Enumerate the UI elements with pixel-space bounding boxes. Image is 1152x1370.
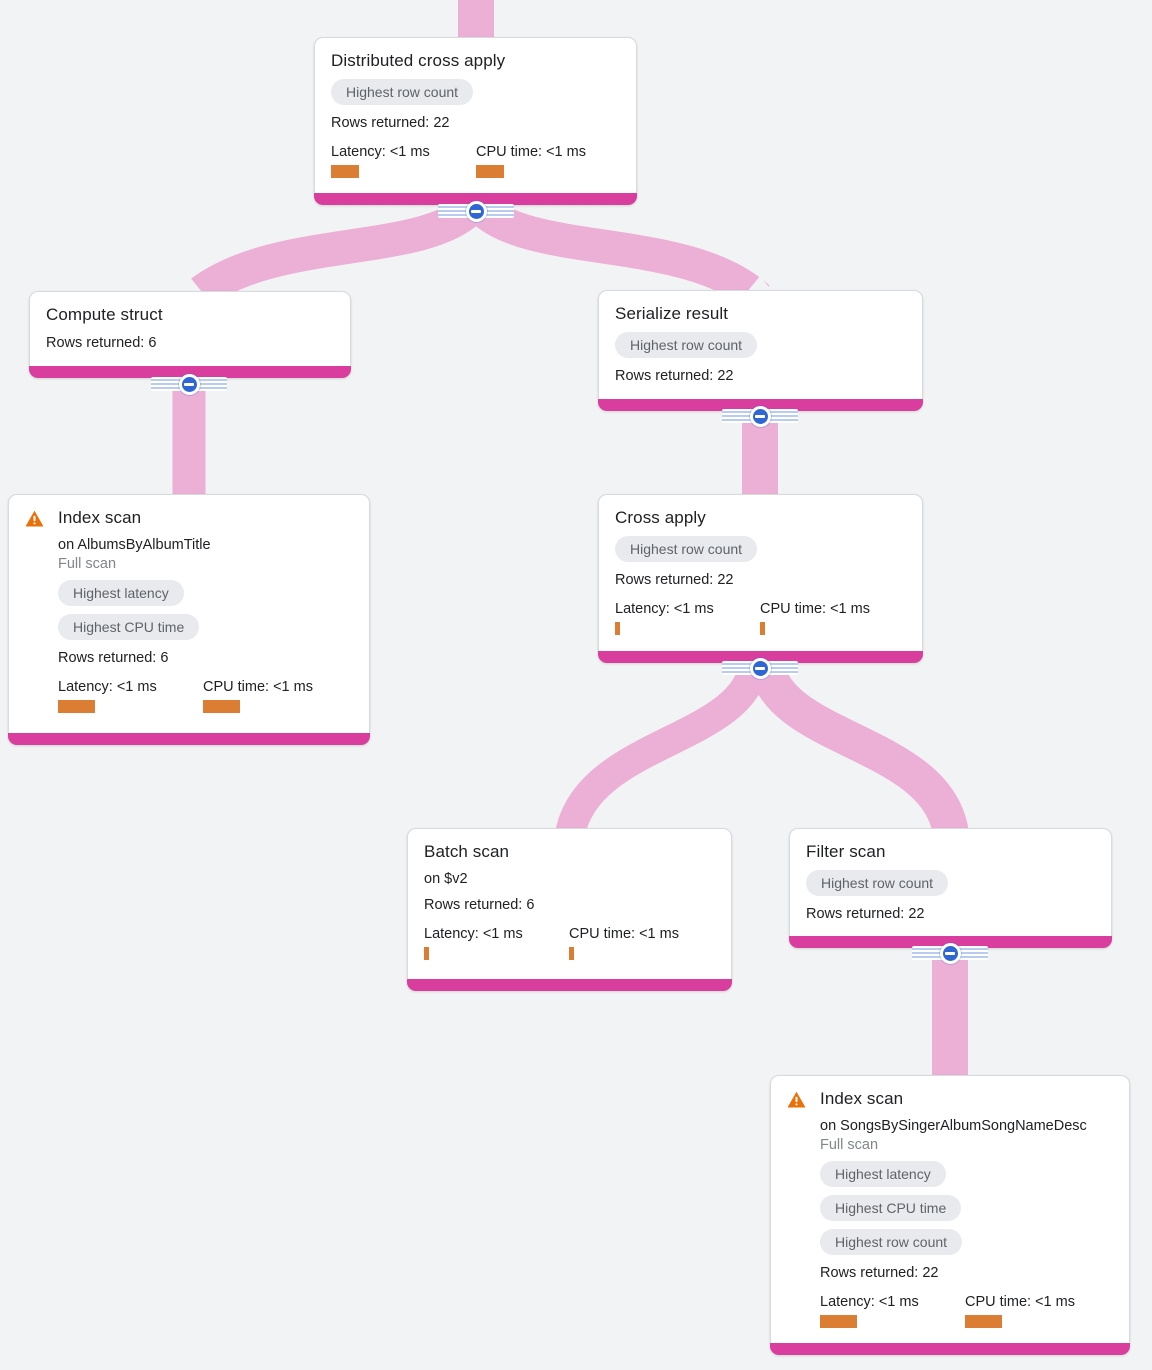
- edge-end-notch: [176, 276, 202, 292]
- collapse-minus-icon: [749, 405, 771, 427]
- edge-distributed-to-serialize: [470, 195, 770, 312]
- edge-cross-to-batch: [555, 660, 769, 838]
- highest-row-count-badge: Highest row count: [806, 870, 949, 896]
- node-distributed-cross-apply[interactable]: Distributed cross apply Highest row coun…: [314, 37, 637, 205]
- cpu-metric: CPU time: <1 ms: [760, 601, 906, 635]
- rows-returned: Rows returned: 22: [615, 572, 734, 588]
- edge-distributed-to-compute: [182, 195, 482, 312]
- latency-bar: [58, 700, 95, 713]
- latency-metric: Latency: <1 ms: [820, 1294, 965, 1328]
- rows-returned: Rows returned: 22: [331, 115, 450, 131]
- cpu-time-bar: [965, 1315, 1002, 1328]
- rows-returned: Rows returned: 22: [806, 906, 925, 922]
- latency-metric: Latency: <1 ms: [424, 926, 569, 960]
- collapse-button-cross[interactable]: [722, 655, 798, 681]
- warning-icon: [787, 1089, 820, 1328]
- highest-row-count-badge: Highest row count: [331, 79, 474, 105]
- highest-latency-badge: Highest latency: [820, 1161, 946, 1187]
- highest-row-count-badge: Highest row count: [615, 536, 758, 562]
- collapse-minus-icon: [178, 373, 200, 395]
- rows-returned: Rows returned: 22: [615, 368, 734, 384]
- collapse-minus-icon: [465, 200, 487, 222]
- node-title: Cross apply: [615, 508, 706, 527]
- row-flow-bar: [598, 399, 923, 411]
- collapse-button-serialize[interactable]: [722, 403, 798, 429]
- row-flow-bar: [407, 979, 732, 991]
- rows-returned: Rows returned: 6: [58, 650, 169, 666]
- rows-returned: Rows returned: 6: [46, 335, 157, 351]
- node-title: Index scan: [820, 1089, 904, 1108]
- cpu-time-bar: [569, 947, 574, 960]
- cpu-metric: CPU time: <1 ms: [203, 679, 353, 713]
- highest-row-count-badge: Highest row count: [820, 1229, 963, 1255]
- row-flow-bar: [29, 366, 351, 378]
- row-flow-bar: [789, 936, 1112, 948]
- row-flow-bar: [8, 733, 370, 745]
- node-title: Filter scan: [806, 842, 886, 861]
- latency-bar: [820, 1315, 857, 1328]
- cpu-metric: CPU time: <1 ms: [476, 144, 620, 178]
- latency-metric: Latency: <1 ms: [58, 679, 203, 713]
- warning-icon: [25, 508, 58, 713]
- scan-target: on AlbumsByAlbumTitle: [58, 537, 211, 553]
- highest-latency-badge: Highest latency: [58, 580, 184, 606]
- node-filter-scan[interactable]: Filter scan Highest row count Rows retur…: [789, 828, 1112, 948]
- latency-bar: [424, 947, 429, 960]
- node-serialize-result[interactable]: Serialize result Highest row count Rows …: [598, 290, 923, 411]
- node-title: Index scan: [58, 508, 142, 527]
- collapse-button-compute[interactable]: [151, 371, 227, 397]
- node-title: Compute struct: [46, 305, 163, 324]
- row-flow-bar: [314, 193, 637, 205]
- scan-target: on SongsBySingerAlbumSongNameDesc: [820, 1118, 1087, 1134]
- node-title: Batch scan: [424, 842, 510, 861]
- edge-end-notch: [747, 276, 773, 292]
- node-cross-apply[interactable]: Cross apply Highest row count Rows retur…: [598, 494, 923, 663]
- rows-returned: Rows returned: 22: [820, 1265, 939, 1281]
- row-flow-bar: [770, 1343, 1130, 1355]
- full-scan-note: Full scan: [58, 556, 117, 572]
- highest-row-count-badge: Highest row count: [615, 332, 758, 358]
- latency-bar: [615, 622, 620, 635]
- cpu-time-bar: [203, 700, 240, 713]
- cpu-time-bar: [760, 622, 765, 635]
- latency-metric: Latency: <1 ms: [331, 144, 476, 178]
- row-flow-bar: [598, 651, 923, 663]
- node-title: Serialize result: [615, 304, 729, 323]
- highest-cpu-time-badge: Highest CPU time: [58, 614, 200, 640]
- cpu-metric: CPU time: <1 ms: [965, 1294, 1113, 1328]
- node-batch-scan[interactable]: Batch scan on $v2 Rows returned: 6 Laten…: [407, 828, 732, 991]
- collapse-button-filter[interactable]: [912, 940, 988, 966]
- latency-bar: [331, 165, 359, 178]
- collapse-button-distributed[interactable]: [438, 198, 514, 224]
- node-compute-struct[interactable]: Compute struct Rows returned: 6: [29, 291, 351, 378]
- collapse-minus-icon: [939, 942, 961, 964]
- rows-returned: Rows returned: 6: [424, 897, 535, 913]
- node-index-scan-songs[interactable]: Index scan on SongsBySingerAlbumSongName…: [770, 1075, 1130, 1355]
- scan-target: on $v2: [424, 871, 468, 887]
- node-index-scan-albums[interactable]: Index scan on AlbumsByAlbumTitle Full sc…: [8, 494, 370, 745]
- cpu-time-bar: [476, 165, 504, 178]
- node-title: Distributed cross apply: [331, 51, 506, 70]
- cpu-metric: CPU time: <1 ms: [569, 926, 715, 960]
- highest-cpu-time-badge: Highest CPU time: [820, 1195, 962, 1221]
- latency-metric: Latency: <1 ms: [615, 601, 760, 635]
- full-scan-note: Full scan: [820, 1137, 879, 1153]
- collapse-minus-icon: [749, 657, 771, 679]
- edge-cross-to-filter: [748, 659, 969, 838]
